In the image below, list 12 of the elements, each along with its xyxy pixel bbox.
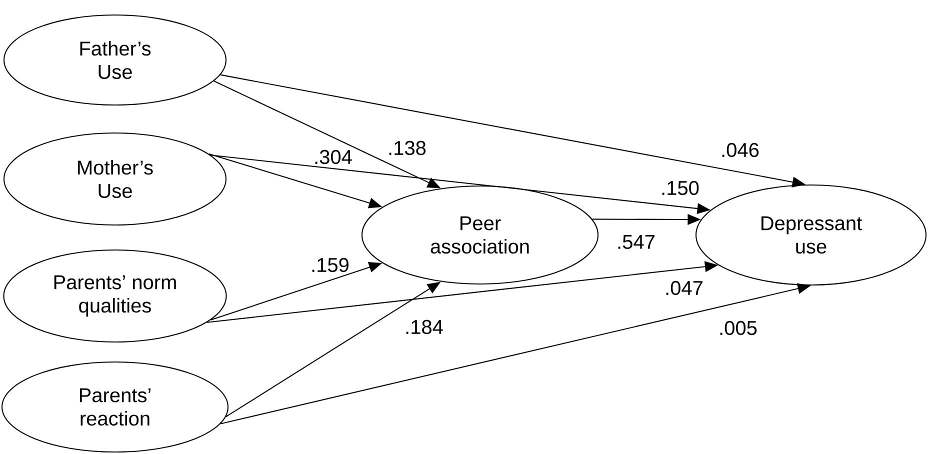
oval: Mother’s Use xyxy=(3,132,227,226)
oval: Peer association xyxy=(361,185,599,285)
oval: Parents’ reaction xyxy=(1,361,229,453)
oval: Parents’ norm qualities xyxy=(3,249,227,343)
oval: Father’s Use xyxy=(3,14,227,106)
edge-label: .184 xyxy=(406,320,443,334)
edge-label: .138 xyxy=(389,140,426,156)
edge-label: .304 xyxy=(315,150,352,164)
edge-label: .046 xyxy=(722,142,759,158)
edge-label: .005 xyxy=(720,320,757,336)
edge-label: .159 xyxy=(312,258,348,272)
edge-label: .547 xyxy=(618,235,654,249)
